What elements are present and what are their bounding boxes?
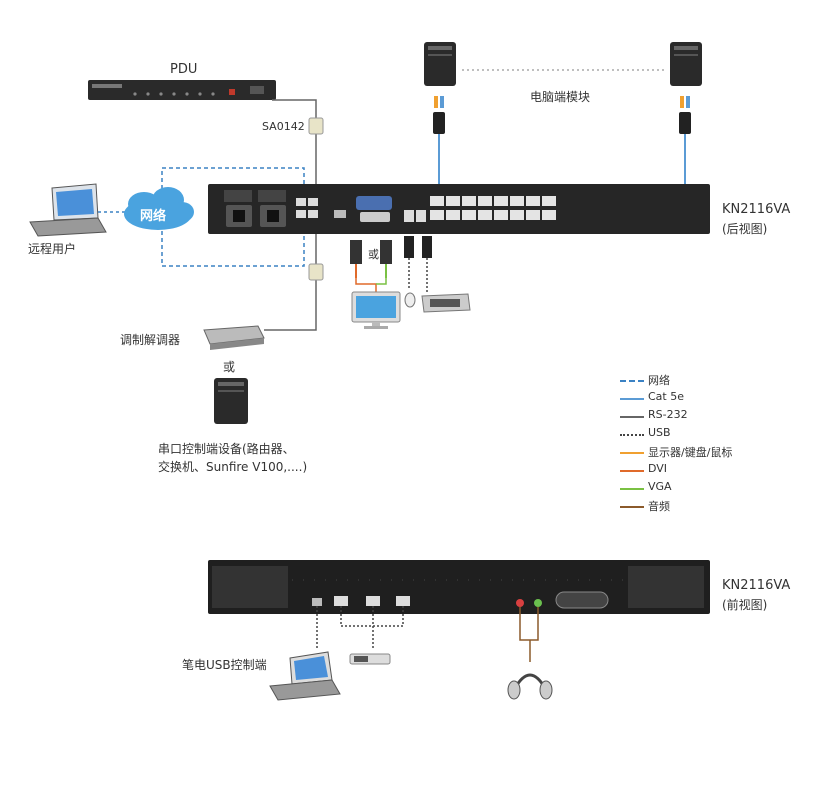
computer-modules-label: 电脑端模块 [530,90,591,104]
sa0142-label: SA0142 [262,120,305,133]
legend-swatch [620,488,644,490]
kn-front-model-label: KN2116VA [722,578,791,593]
mouse-icon [404,292,416,308]
computer-tower-1 [424,42,456,86]
legend-label: 显示器/键盘/鼠标 [648,446,733,459]
network-cloud-label: 网络 [140,209,167,224]
legend-label: DVI [648,462,668,475]
headset-icon [507,673,553,700]
kn-rear-model-label: KN2116VA [722,202,791,217]
legend-label: USB [648,426,671,439]
serial-device-tower [214,378,248,424]
kn-rear-chassis [208,184,710,234]
rs232-pdu-line [272,99,317,190]
kn-front-chassis [208,560,710,614]
legend-swatch [620,434,644,436]
computer-module-1 [433,96,445,190]
front-usb-lines [316,606,404,650]
modem-label: 调制解调器 [120,333,181,347]
sa0142-adapter-2 [308,263,324,281]
usb-stick-icon [349,653,391,665]
legend-label: 音频 [648,500,670,513]
pdu-device [88,80,276,100]
remote-user-label: 远程用户 [28,242,77,256]
computer-tower-2 [670,42,702,86]
network-cloud-icon [124,187,194,230]
pdu-label: PDU [170,62,198,77]
laptop-remote-icon [29,183,107,237]
keyboard-icon [421,293,471,313]
kn-rear-view-label: (后视图) [722,222,768,236]
legend-swatch [620,506,644,508]
kn-front-view-label: (前视图) [722,598,768,612]
or-label: 或 [223,360,236,374]
legend-swatch [620,380,644,382]
laptop-usb-icon [269,651,341,701]
legend-swatch [620,416,644,418]
legend-swatch [620,452,644,454]
serial-device-label-1: 串口控制端设备(路由器、 [158,442,295,456]
audio-lines [519,607,539,662]
legend-label: Cat 5e [648,390,684,403]
legend-swatch [620,398,644,400]
sa0142-adapter [308,117,324,135]
serial-device-label-2: 交换机、Sunfire V100,....) [158,460,308,474]
legend-label: VGA [648,480,672,493]
usb-plugs [404,236,432,294]
monitor-icon [351,291,401,329]
video-connectors [350,240,392,292]
laptop-usb-label: 笔电USB控制端 [182,658,267,672]
legend-label: RS-232 [648,408,688,421]
legend-swatch [620,470,644,472]
modem-icon [203,325,265,350]
computer-module-2 [679,96,691,190]
legend-label: 网络 [648,374,670,387]
rs232-modem-line [264,234,317,331]
or-small-label: 或 [368,248,379,261]
